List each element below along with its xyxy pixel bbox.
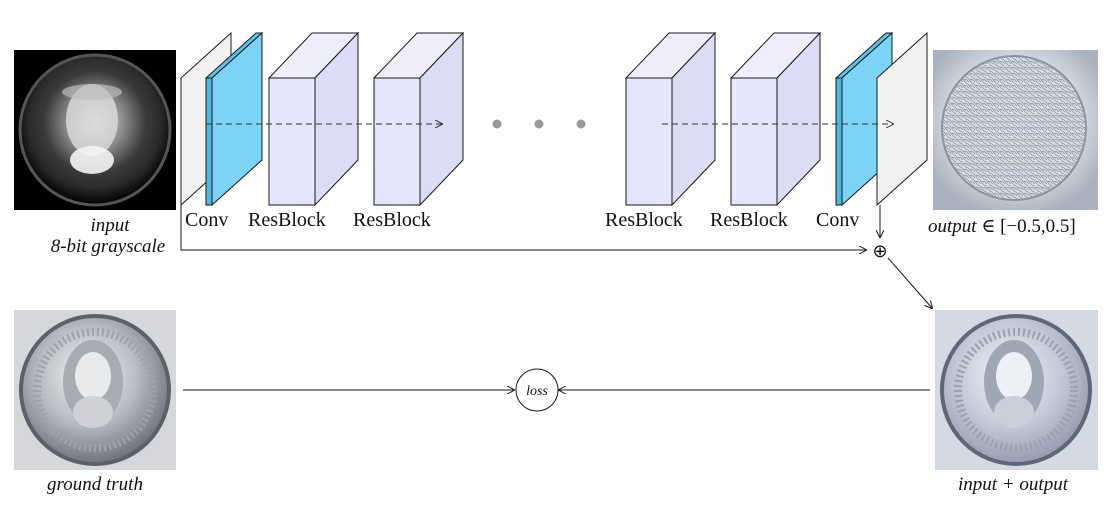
output-caption-range: ∈ [−0.5,0.5] bbox=[977, 216, 1076, 237]
output-image bbox=[933, 50, 1098, 210]
input-image bbox=[14, 50, 176, 210]
ground-truth-caption: ground truth bbox=[47, 474, 143, 495]
loss-node bbox=[515, 368, 559, 412]
add-operator-icon: ⊕ bbox=[872, 241, 887, 262]
layer-label-resblock-2: ResBlock bbox=[353, 209, 431, 231]
ellipsis bbox=[492, 119, 586, 129]
output-caption: output ∈ [−0.5,0.5] bbox=[928, 216, 1076, 237]
resblock-1 bbox=[267, 31, 360, 207]
loss-label: loss bbox=[526, 384, 548, 399]
sum-caption: input + output bbox=[958, 474, 1069, 495]
sum-image bbox=[935, 310, 1098, 470]
layer-label-conv-2: Conv bbox=[816, 209, 859, 231]
output-caption-italic: output bbox=[928, 216, 977, 237]
input-caption-line2: 8-bit grayscale bbox=[51, 236, 166, 257]
add-to-sum-arrow bbox=[887, 257, 932, 308]
layer-label-resblock-4: ResBlock bbox=[710, 209, 788, 231]
conv-block-1 bbox=[204, 31, 264, 207]
layer-label-conv-1: Conv bbox=[185, 209, 228, 231]
ground-truth-image bbox=[14, 310, 176, 470]
resblock-3 bbox=[624, 31, 717, 207]
resblock-4 bbox=[729, 31, 822, 207]
layer-label-resblock-3: ResBlock bbox=[605, 209, 683, 231]
feature-plane-out bbox=[876, 31, 928, 207]
layer-label-resblock-1: ResBlock bbox=[248, 209, 326, 231]
resblock-2 bbox=[372, 31, 465, 207]
input-caption-line1: input bbox=[90, 215, 130, 236]
skip-connection-arrow bbox=[180, 205, 866, 250]
